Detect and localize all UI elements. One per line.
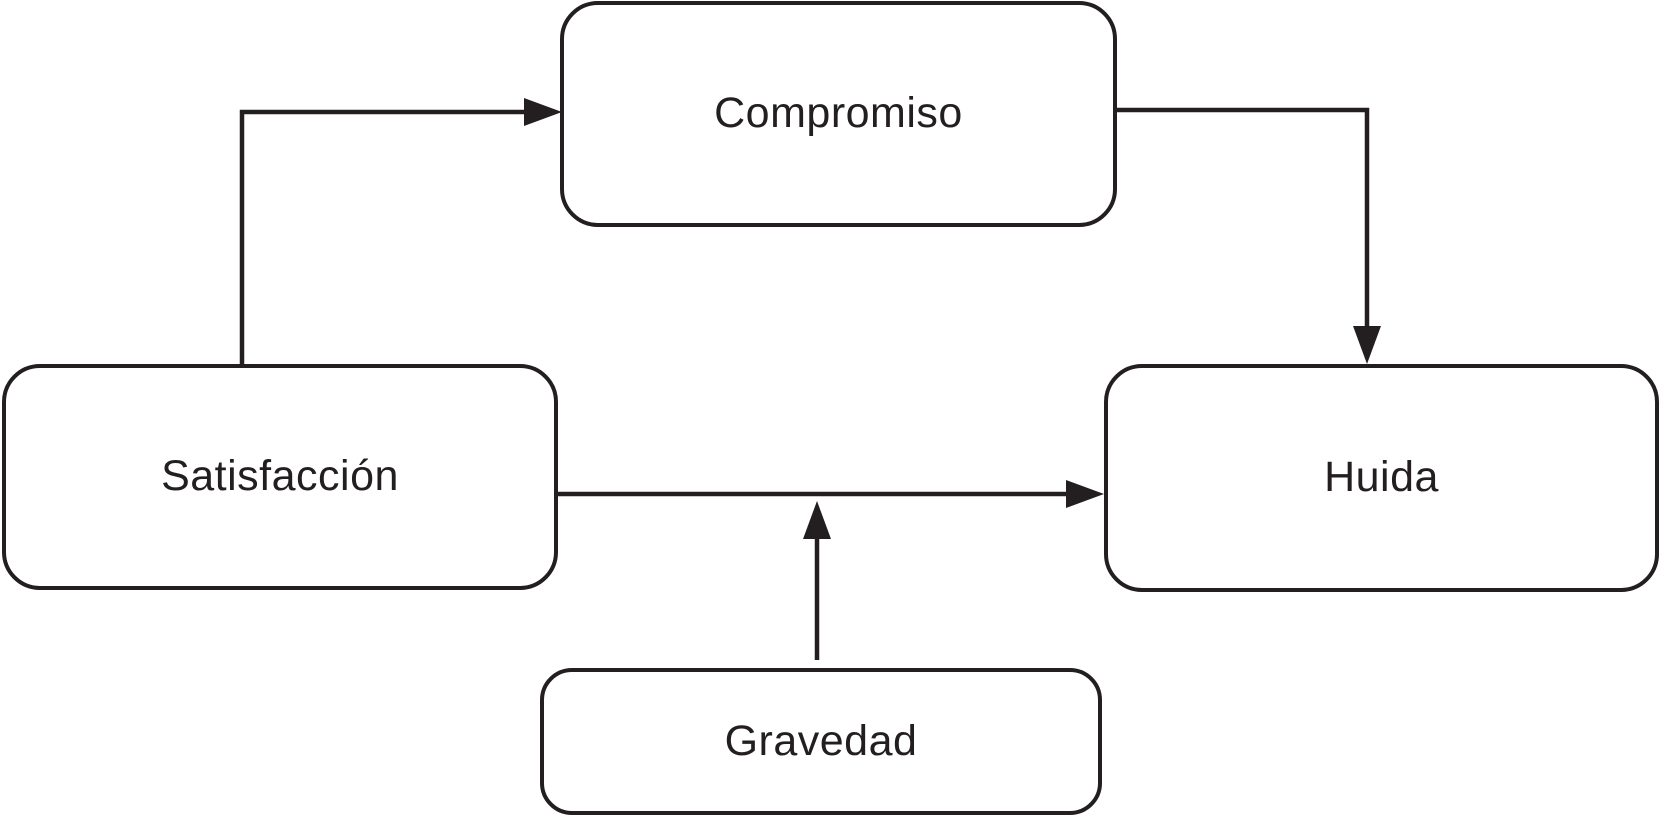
arrowhead-into-compromiso	[524, 98, 562, 126]
node-huida: Huida	[1104, 364, 1659, 592]
node-satisfaccion: Satisfacción	[2, 364, 558, 590]
node-satisfaccion-label: Satisfacción	[161, 452, 399, 501]
edge-satisfaccion-to-compromiso	[239, 109, 546, 364]
edge-compromiso-to-huida	[1117, 107, 1370, 348]
node-compromiso-label: Compromiso	[714, 89, 963, 138]
node-gravedad-label: Gravedad	[724, 716, 918, 765]
node-huida-label: Huida	[1324, 453, 1439, 502]
arrowhead-moderator-up	[803, 501, 831, 539]
node-compromiso: Compromiso	[560, 1, 1117, 227]
connector-group	[239, 107, 1370, 660]
arrowhead-into-huida-top	[1353, 326, 1381, 364]
arrowhead-group	[524, 98, 1381, 539]
arrowhead-into-huida-left	[1066, 480, 1104, 508]
node-gravedad: Gravedad	[540, 668, 1102, 815]
